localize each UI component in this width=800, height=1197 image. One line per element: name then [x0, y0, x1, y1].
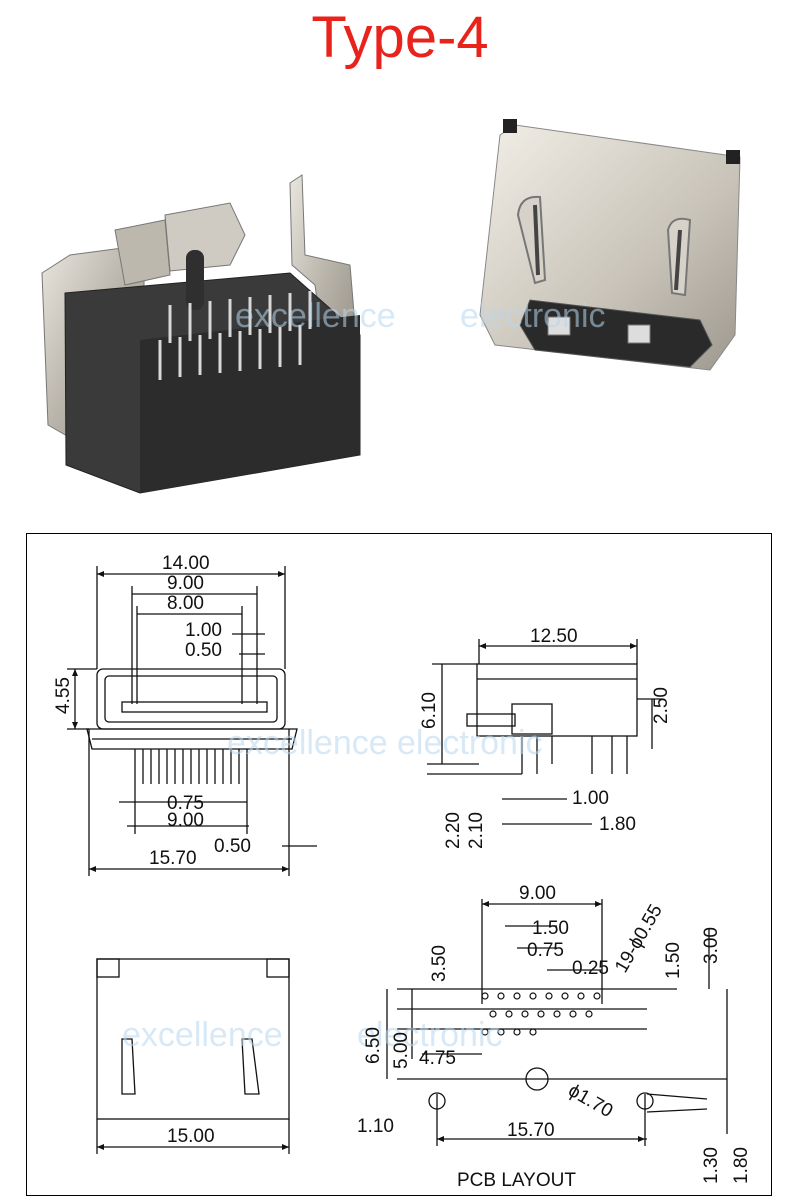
dim-label: 1.00 — [572, 788, 609, 809]
connector-photo-front: electronic — [460, 119, 741, 371]
dim-label: 6.10 — [419, 692, 440, 729]
dim-label: 15.70 — [149, 848, 197, 869]
dim-label: 3.50 — [429, 945, 450, 982]
watermark-text: excellence — [235, 297, 396, 335]
dim-label: 0.75 — [527, 940, 564, 961]
dim-label: 15.70 — [507, 1120, 555, 1141]
dim-label: 1.50 — [663, 942, 684, 979]
drawing-watermark: electronic — [357, 1016, 503, 1054]
watermark-text: electronic — [460, 297, 606, 335]
dim-label: 0.75 — [167, 793, 204, 814]
dim-label: 9.00 — [519, 883, 556, 904]
dim-label: 0.50 — [185, 640, 222, 661]
dim-label: 2.50 — [651, 687, 672, 724]
dim-label: 12.50 — [530, 626, 578, 647]
technical-drawing: excellence electronic excellence electro… — [26, 533, 772, 1196]
dim-label: 4.55 — [53, 677, 74, 714]
dim-label: 2.20 — [443, 812, 464, 849]
drawing-watermark: electronic — [397, 724, 543, 762]
dim-label: 14.00 — [162, 553, 210, 574]
dim-label: 9.00 — [167, 810, 204, 831]
dim-label: 6.50 — [363, 1027, 384, 1064]
dim-label: 1.10 — [357, 1116, 394, 1137]
dim-label: 1.80 — [599, 814, 636, 835]
dim-label: 0.25 — [572, 958, 609, 979]
dim-label: 15.00 — [167, 1126, 215, 1147]
dim-label: 1.50 — [532, 918, 569, 939]
dim-label: 8.00 — [167, 593, 204, 614]
pcb-layout-label: PCB LAYOUT — [457, 1170, 576, 1191]
drawing-watermark: excellence — [122, 1016, 283, 1054]
dim-label: 1.80 — [731, 1147, 752, 1184]
dim-label: 9.00 — [167, 573, 204, 594]
drawing-watermark: excellence — [227, 724, 388, 762]
dim-label: 19-ϕ0.55 — [611, 901, 667, 977]
dim-label: 5.00 — [391, 1032, 412, 1069]
dim-label: 4.75 — [419, 1048, 456, 1069]
page-title: Type-4 — [311, 5, 489, 70]
dim-label: 1.30 — [701, 1147, 722, 1184]
dim-label: 1.00 — [185, 620, 222, 641]
dim-label: 3.00 — [701, 927, 722, 964]
dim-label: 2.10 — [466, 812, 487, 849]
connector-photo-rear: excellence — [41, 174, 396, 494]
dim-label: ϕ1.70 — [565, 1080, 617, 1122]
dim-label: 0.50 — [214, 836, 251, 857]
